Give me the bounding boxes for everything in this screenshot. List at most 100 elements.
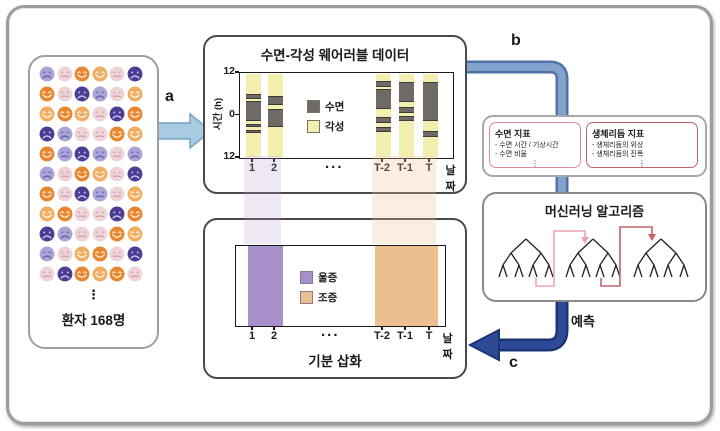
sleep-segment — [245, 101, 261, 122]
lavender-neutral-face-icon — [92, 186, 108, 202]
sleep-segment — [245, 94, 261, 100]
lavender-sad-face-icon — [39, 246, 55, 262]
figure-frame — [6, 5, 713, 425]
pink-neutral-face-icon — [57, 186, 73, 202]
sleep-segment — [267, 96, 283, 105]
biorhythm-indicator-item: - 생체리듬의 진폭 — [592, 151, 644, 159]
darkpurple-sad-face-icon — [39, 126, 55, 142]
day-tick-label: 1 — [248, 330, 256, 342]
lightorange-happy-face-icon — [39, 106, 55, 122]
darkpurple-sad-face-icon — [109, 106, 125, 122]
pink-neutral-face-icon — [74, 226, 90, 242]
pink-neutral-face-icon — [109, 246, 125, 262]
x-tick — [381, 326, 383, 330]
sleep-segment — [267, 108, 283, 127]
darkpurple-sad-face-icon — [39, 226, 55, 242]
hour-tick-label: 0 — [229, 107, 235, 120]
ml-algorithm-panel: 머신러닝 알고리즘 — [482, 192, 707, 302]
x-tick — [251, 326, 253, 330]
lavender-sad-face-icon — [57, 226, 73, 242]
lightorange-happy-face-icon — [127, 186, 143, 202]
sleep-segment — [398, 81, 414, 102]
sleep-segment — [375, 126, 391, 133]
orange-happy-face-icon — [74, 66, 90, 82]
lightorange-happy-face-icon — [92, 266, 108, 282]
x-tick — [273, 326, 275, 330]
legend-item: 울증 — [300, 270, 337, 285]
lavender-sad-face-icon — [92, 146, 108, 162]
mood-episode-title: 기분 삽화 — [308, 354, 362, 369]
mood-plot — [235, 245, 446, 327]
patients-ellipsis: ⋮ — [87, 287, 100, 302]
pink-neutral-face-icon — [109, 166, 125, 182]
day-tick-label: T-1 — [397, 330, 413, 342]
day-tick-label: 1 — [248, 162, 256, 174]
sleep-indicator-item: - 수면 시간 / 기상시간 — [495, 142, 559, 149]
pink-neutral-face-icon — [57, 246, 73, 262]
pink-neutral-face-icon — [92, 126, 108, 142]
lavender-sad-face-icon — [92, 86, 108, 102]
y-tick — [235, 113, 239, 116]
legend-item: 조증 — [300, 290, 337, 305]
orange-happy-face-icon — [57, 106, 73, 122]
lightorange-happy-face-icon — [127, 226, 143, 242]
depression-episode-band — [248, 246, 283, 326]
lightorange-happy-face-icon — [127, 126, 143, 142]
step-b-label: b — [511, 32, 521, 49]
x-tick — [251, 158, 253, 162]
lightorange-happy-face-icon — [92, 166, 108, 182]
day-tick-label: T-1 — [397, 162, 413, 174]
pink-neutral-face-icon — [57, 86, 73, 102]
legend-label: 각성 — [325, 121, 345, 133]
orange-happy-face-icon — [74, 266, 90, 282]
depression-swatch-icon — [300, 271, 313, 284]
lightorange-happy-face-icon — [127, 86, 143, 102]
x-tick — [273, 158, 275, 162]
lavender-neutral-face-icon — [57, 146, 73, 162]
day-tick-label: 2 — [270, 162, 278, 174]
orange-happy-face-icon — [109, 126, 125, 142]
orange-happy-face-icon — [39, 186, 55, 202]
lavender-sad-face-icon — [39, 66, 55, 82]
biorhythm-indicators-card: 생체리듬 지표 - 생체리듬의 위상 - 생체리듬의 진폭 ⋮ — [586, 122, 698, 168]
sleep-segment — [375, 117, 391, 124]
lightorange-happy-face-icon — [74, 246, 90, 262]
sleep-segment — [422, 81, 438, 122]
sleep-indicators-ellipsis: ⋮ — [531, 158, 539, 168]
sleep-segment — [245, 130, 261, 134]
pink-neutral-face-icon — [57, 66, 73, 82]
pink-neutral-face-icon — [109, 146, 125, 162]
pink-neutral-face-icon — [57, 166, 73, 182]
sleep-segment — [398, 107, 414, 113]
lightorange-happy-face-icon — [39, 206, 55, 222]
orange-happy-face-icon — [39, 86, 55, 102]
lavender-sad-face-icon — [57, 126, 73, 142]
day-tick-label: 2 — [270, 330, 278, 342]
pink-neutral-face-icon — [74, 206, 90, 222]
sleep-segment — [375, 89, 391, 109]
boosted-trees-diagram — [498, 226, 689, 287]
ellipsis-days: ... — [321, 323, 340, 340]
decision-tree-icon — [498, 238, 689, 278]
pink-neutral-face-icon — [92, 106, 108, 122]
lavender-sad-face-icon — [127, 146, 143, 162]
darkpurple-sad-face-icon — [127, 166, 143, 182]
orange-happy-face-icon — [74, 166, 90, 182]
x-tick — [428, 326, 430, 330]
x-axis-label: 날짜 — [445, 165, 456, 193]
legend-label: 수면 — [325, 101, 345, 113]
mania-swatch-icon — [300, 291, 313, 304]
x-tick — [404, 326, 406, 330]
step-c-label: c — [509, 354, 518, 371]
orange-happy-face-icon — [109, 226, 125, 242]
y-tick — [235, 71, 239, 73]
pink-neutral-face-icon — [109, 186, 125, 202]
darkpurple-sad-face-icon — [74, 86, 90, 102]
sleep-indicators-card: 수면 지표 - 수면 시간 / 기상시간 - 수면 비율 ⋮ — [489, 122, 581, 168]
x-tick — [381, 158, 383, 162]
day-tick-label: T — [425, 330, 433, 342]
lightorange-happy-face-icon — [92, 66, 108, 82]
